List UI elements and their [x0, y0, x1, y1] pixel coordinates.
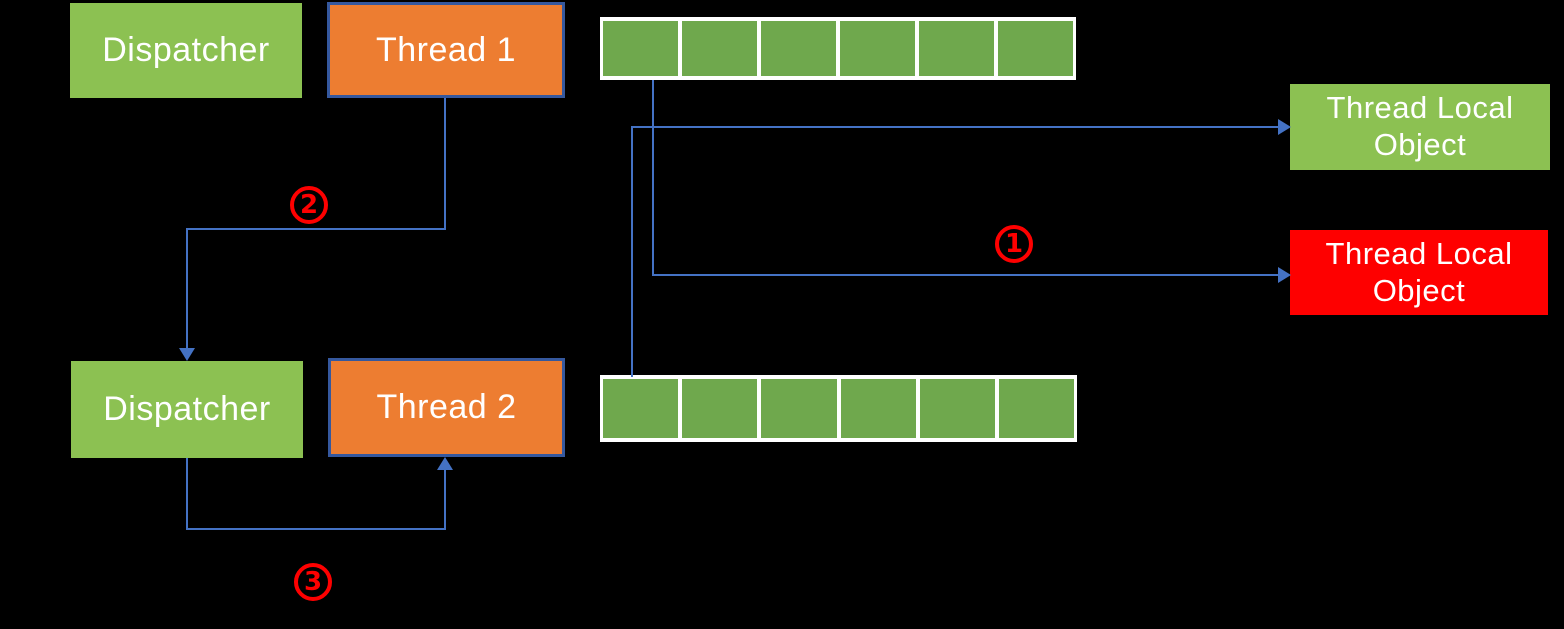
- connector-dispatcher2-right: [186, 528, 446, 530]
- connector-to-red-object: [652, 274, 1280, 276]
- thread-2-label: Thread 2: [376, 388, 517, 426]
- array-slot: [998, 379, 1075, 438]
- thread-local-object-red-label: Thread Local Object: [1325, 235, 1513, 308]
- thread-local-object-green-label: Thread Local Object: [1326, 90, 1514, 162]
- thread-1-box: Thread 1: [327, 2, 565, 98]
- connector-thread1-down: [444, 98, 446, 230]
- array-slot: [919, 21, 994, 76]
- step-3-number: 3: [303, 567, 323, 597]
- dispatcher-2-label: Dispatcher: [103, 390, 271, 428]
- dispatcher-1-label: Dispatcher: [102, 31, 270, 69]
- array-slot: [603, 379, 679, 438]
- thread-2-box: Thread 2: [328, 358, 565, 457]
- step-1-number: 1: [1004, 229, 1024, 259]
- step-badge-1: 1: [995, 225, 1033, 263]
- connector-thread1-left: [186, 228, 446, 230]
- connector-to-green-object: [631, 126, 1280, 128]
- array-slot: [761, 379, 837, 438]
- connector-dispatcher2-down: [186, 458, 188, 530]
- array-slot: [998, 21, 1073, 76]
- dispatcher-2-box: Dispatcher: [71, 361, 303, 458]
- arrowhead-into-thread2: [437, 457, 453, 470]
- dispatcher-1-box: Dispatcher: [70, 3, 302, 98]
- step-2-number: 2: [299, 190, 319, 220]
- arrowhead-into-red-object: [1278, 267, 1291, 283]
- array-slot: [840, 21, 915, 76]
- array-slot: [682, 379, 758, 438]
- connector-up-to-thread2: [444, 470, 446, 530]
- thread-1-label: Thread 1: [375, 30, 517, 69]
- connector-bottom-array-up: [631, 126, 633, 377]
- array-slot: [682, 21, 757, 76]
- step-badge-2: 2: [290, 186, 328, 224]
- threadlocal-map-array-bottom: [600, 375, 1077, 442]
- array-slot: [840, 379, 916, 438]
- thread-local-object-green-box: Thread Local Object: [1290, 84, 1550, 170]
- array-slot: [919, 379, 995, 438]
- array-slot: [761, 21, 836, 76]
- thread-local-object-red-box: Thread Local Object: [1290, 230, 1548, 315]
- arrowhead-into-green-object: [1278, 119, 1291, 135]
- step-badge-3: 3: [294, 563, 332, 601]
- array-slot: [603, 21, 678, 76]
- connector-top-array-down: [652, 80, 654, 276]
- threadlocal-map-array-top: [600, 17, 1076, 80]
- connector-to-dispatcher2: [186, 228, 188, 349]
- arrowhead-into-dispatcher2: [179, 348, 195, 361]
